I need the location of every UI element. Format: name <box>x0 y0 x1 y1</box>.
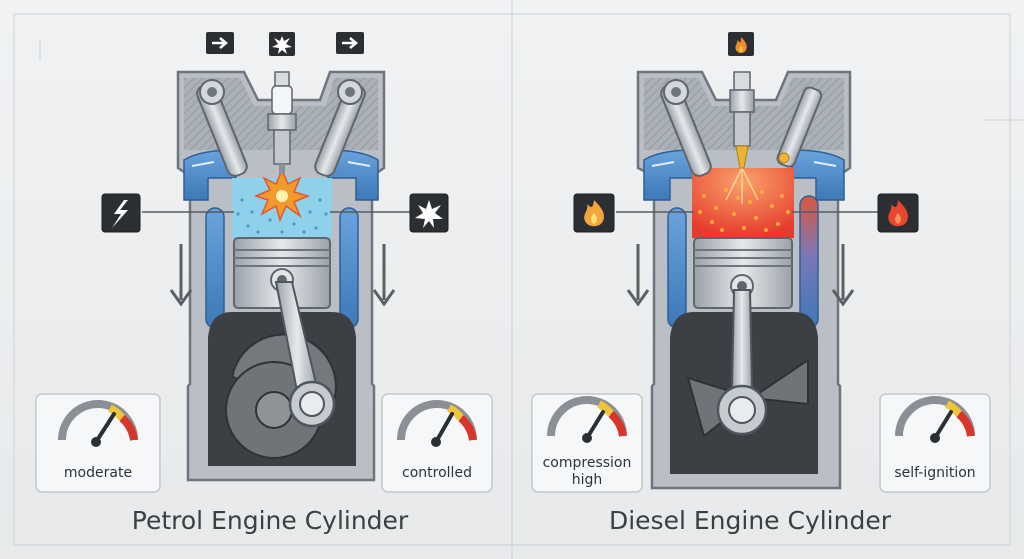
diesel-fuel-injector <box>729 71 755 169</box>
diesel-glow-plug <box>776 86 823 168</box>
petrol-gauge-left-label: moderate <box>63 465 133 481</box>
diesel-coolant-left <box>667 207 687 329</box>
gauge-needle <box>434 412 454 444</box>
gauge-needle <box>933 410 953 440</box>
diesel-coolant-right <box>799 195 819 329</box>
spark-icon <box>409 193 449 233</box>
diesel-down-arrow-left <box>626 244 650 307</box>
petrol-exhaust-valve <box>314 79 366 177</box>
gauge-needle <box>94 412 116 444</box>
petrol-spark-plug <box>267 71 297 174</box>
petrol-down-arrow-left <box>169 244 193 307</box>
diesel-cylinder-title: Diesel Engine Cylinder <box>608 506 892 535</box>
spark-icon <box>269 32 295 56</box>
petrol-gauge-right-card <box>381 393 493 493</box>
petrol-coolant-right <box>339 207 359 329</box>
diesel-gauge-right-label: self-ignition <box>894 465 976 481</box>
background-frame <box>13 0 1024 559</box>
diesel-gauge-right-card <box>879 393 991 493</box>
flame-icon <box>877 193 919 233</box>
petrol-connecting-rod <box>274 281 336 428</box>
diesel-gauge-left-label: compression high <box>542 455 632 488</box>
diesel-piston <box>693 237 793 309</box>
petrol-gauge-right-label: controlled <box>402 465 472 481</box>
gauge-needle <box>585 410 605 440</box>
petrol-cylinder-title: Petrol Engine Cylinder <box>131 506 409 535</box>
diesel-intake-valve <box>660 79 712 177</box>
petrol-down-arrow-right <box>372 244 396 307</box>
diesel-engine <box>616 70 878 490</box>
petrol-gauge-left-card <box>35 393 161 493</box>
spark-icon <box>101 193 141 233</box>
flame-icon <box>573 193 615 233</box>
petrol-coolant-left <box>205 207 225 329</box>
diesel-connecting-rod <box>716 289 768 436</box>
petrol-intake-valve <box>196 79 248 177</box>
diesel-gauge-left-card <box>531 393 643 493</box>
arrow-right-icon <box>206 32 234 54</box>
diesel-down-arrow-right <box>831 244 855 307</box>
arrow-right-icon <box>336 32 364 54</box>
flame-icon <box>728 32 754 56</box>
petrol-engine <box>142 70 410 482</box>
